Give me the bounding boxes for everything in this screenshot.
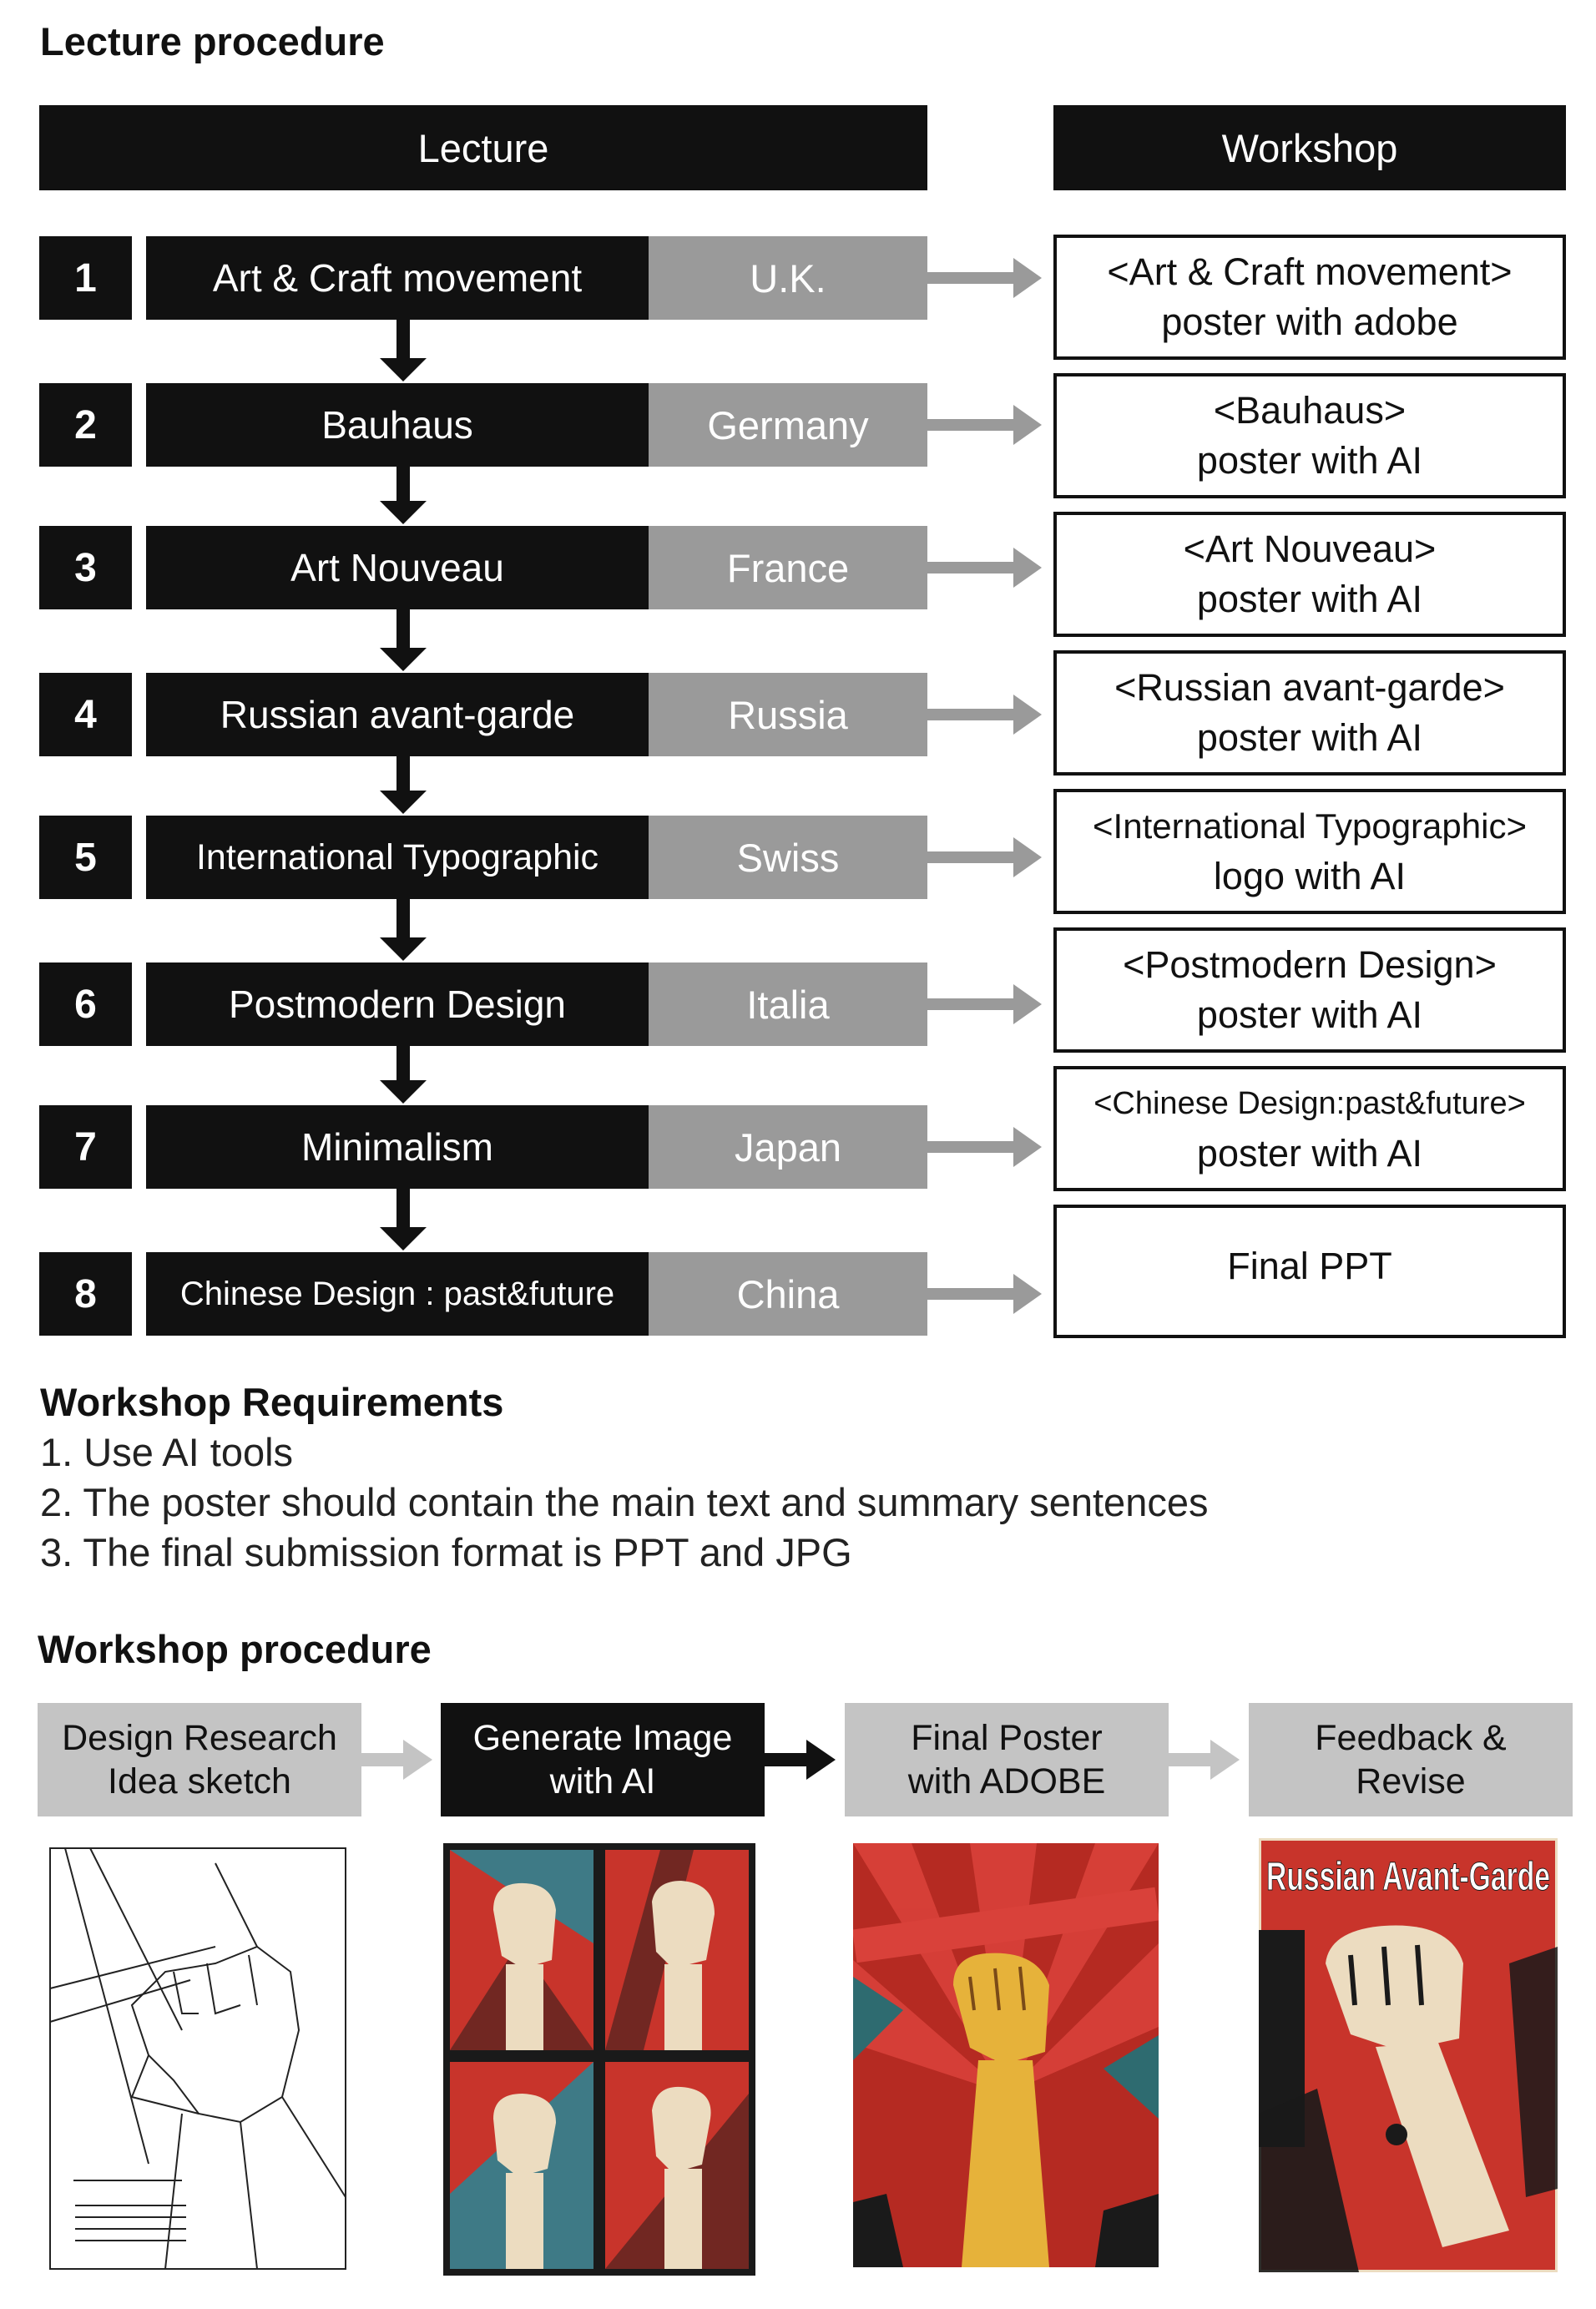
workshop-box-1: <Art & Craft movement> poster with adobe [1053, 235, 1566, 360]
right-arrow-5 [927, 837, 1042, 877]
step-arrow-1 [361, 1740, 432, 1780]
final-poster-image [853, 1843, 1159, 2267]
workshop-task: poster with AI [1196, 993, 1423, 1036]
workshop-task: poster with AI [1196, 716, 1423, 759]
workshop-box-5: <International Typographic> logo with AI [1053, 789, 1566, 914]
lecture-country: Russia [649, 673, 927, 756]
workshop-topic: Final PPT [1227, 1245, 1392, 1287]
down-arrow-3 [380, 609, 427, 671]
lecture-name: Minimalism [146, 1105, 649, 1189]
right-arrow-6 [927, 984, 1042, 1024]
lecture-number: 7 [39, 1105, 132, 1189]
step-line: Final Poster [911, 1718, 1103, 1758]
requirements-title: Workshop Requirements [40, 1380, 504, 1424]
lecture-country: Swiss [649, 816, 927, 899]
workshop-topic: <Russian avant-garde> [1114, 666, 1505, 709]
lecture-name: Bauhaus [146, 383, 649, 467]
workshop-box-3: <Art Nouveau> poster with AI [1053, 512, 1566, 637]
down-arrow-6 [380, 1046, 427, 1104]
lecture-country: Italia [649, 963, 927, 1046]
lecture-number: 4 [39, 673, 132, 756]
lecture-name: International Typographic [146, 816, 649, 899]
workshop-task: poster with AI [1196, 1132, 1423, 1175]
ai-poster-1 [450, 1850, 593, 2050]
workshop-box-4: <Russian avant-garde> poster with AI [1053, 650, 1566, 776]
ai-poster-2 [605, 1850, 749, 2050]
lecture-name: Art Nouveau [146, 526, 649, 609]
step-feedback-revise: Feedback & Revise [1249, 1703, 1573, 1816]
requirement-item-2: 2. The poster should contain the main te… [40, 1480, 1209, 1524]
down-arrow-5 [380, 899, 427, 961]
step-line: Idea sketch [108, 1761, 291, 1801]
workshop-box-7: <Chinese Design:past&future> poster with… [1053, 1066, 1566, 1191]
down-arrow-7 [380, 1189, 427, 1250]
ai-poster-3 [450, 2062, 593, 2269]
step-arrow-2 [765, 1740, 836, 1780]
down-arrow-2 [380, 467, 427, 524]
down-arrow-4 [380, 756, 427, 814]
lecture-number: 3 [39, 526, 132, 609]
workshop-topic: <Postmodern Design> [1123, 943, 1497, 986]
workshop-box-2: <Bauhaus> poster with AI [1053, 373, 1566, 498]
workshop-task: poster with AI [1196, 439, 1423, 482]
workshop-topic: <Art & Craft movement> [1107, 250, 1513, 293]
lecture-country: Japan [649, 1105, 927, 1189]
ai-generated-posters-image [443, 1843, 755, 2276]
workshop-task: poster with adobe [1161, 301, 1458, 343]
workshop-topic: <Bauhaus> [1213, 389, 1407, 432]
workshop-box-8: Final PPT [1053, 1205, 1566, 1338]
lecture-name: Art & Craft movement [146, 236, 649, 320]
step-line: Feedback & [1315, 1718, 1507, 1758]
step-line: Revise [1356, 1761, 1466, 1801]
requirement-item-1: 1. Use AI tools [40, 1430, 294, 1474]
flow-arrows [380, 258, 1042, 1314]
workshop-topic: <Chinese Design:past&future> [1093, 1086, 1526, 1121]
right-arrow-4 [927, 695, 1042, 735]
workshop-task: logo with AI [1213, 855, 1407, 897]
lecture-country: Germany [649, 383, 927, 467]
step-arrow-3 [1169, 1740, 1240, 1780]
idea-sketch-image [49, 1847, 346, 2270]
right-arrow-7 [927, 1127, 1042, 1167]
step-generate-image: Generate Image with AI [441, 1703, 765, 1816]
lecture-header: Lecture [39, 105, 927, 190]
workshop-header: Workshop [1053, 105, 1566, 190]
workshop-task: poster with AI [1196, 578, 1423, 620]
right-arrow-8 [927, 1274, 1042, 1314]
workshop-topic: <Art Nouveau> [1183, 528, 1437, 570]
lecture-procedure-title: Lecture procedure [40, 19, 385, 63]
requirement-item-3: 3. The final submission format is PPT an… [40, 1530, 852, 1574]
step-line: with ADOBE [907, 1761, 1106, 1801]
lecture-country: France [649, 526, 927, 609]
workshop-box-6: <Postmodern Design> poster with AI [1053, 927, 1566, 1053]
lecture-name: Postmodern Design [146, 963, 649, 1046]
lecture-number: 5 [39, 816, 132, 899]
workshop-topic: <International Typographic> [1093, 806, 1527, 846]
lecture-country: U.K. [649, 236, 927, 320]
right-arrow-1 [927, 258, 1042, 298]
step-design-research: Design Research Idea sketch [38, 1703, 361, 1816]
lecture-number: 8 [39, 1252, 132, 1336]
lecture-name: Chinese Design : past&future [146, 1252, 649, 1336]
lecture-name: Russian avant-garde [146, 673, 649, 756]
lecture-number: 2 [39, 383, 132, 467]
ai-poster-4 [605, 2062, 749, 2269]
revised-poster-title: Russian Avant-Garde [1266, 1855, 1550, 1899]
lecture-number: 1 [39, 236, 132, 320]
step-line: Generate Image [472, 1718, 733, 1758]
step-arrows [361, 1740, 1240, 1780]
lecture-number: 6 [39, 963, 132, 1046]
step-final-poster: Final Poster with ADOBE [845, 1703, 1169, 1816]
revised-poster-image: Russian Avant-Garde [1259, 1838, 1558, 2272]
step-line: with AI [549, 1761, 656, 1801]
lecture-country: China [649, 1252, 927, 1336]
down-arrow-1 [380, 320, 427, 381]
right-arrow-3 [927, 548, 1042, 588]
right-arrow-2 [927, 405, 1042, 445]
workshop-procedure-title: Workshop procedure [38, 1627, 432, 1671]
step-line: Design Research [62, 1718, 337, 1758]
